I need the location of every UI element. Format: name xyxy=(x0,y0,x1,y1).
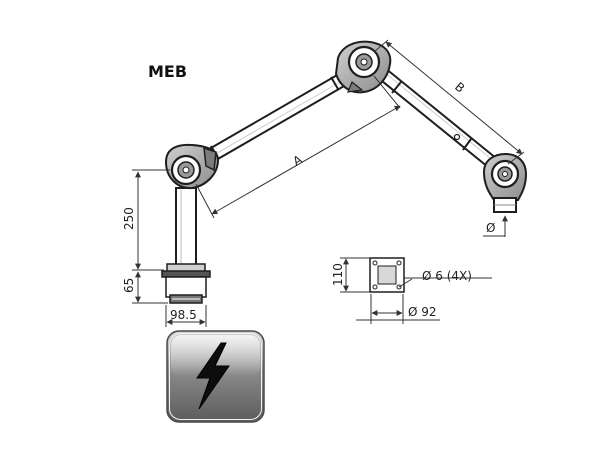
hood-diameter-label: Ø xyxy=(486,221,495,235)
dimension-b: B xyxy=(373,39,525,165)
dimension-98-5-label: 98.5 xyxy=(170,308,197,322)
plate-height-label: 110 xyxy=(331,263,345,286)
hood-joint xyxy=(482,152,528,213)
top-joint xyxy=(334,40,392,94)
dimension-65: 65 xyxy=(122,271,168,304)
mounting-plate-detail: 110 Ø 6 (4X) Ø 92 xyxy=(331,257,492,324)
plate-width-label: Ø 92 xyxy=(408,305,437,319)
mounting-base xyxy=(161,263,211,304)
column-tube xyxy=(175,187,197,269)
hole-spec-label: Ø 6 (4X) xyxy=(422,269,472,283)
lightning-bolt-icon xyxy=(166,330,265,423)
dimension-a-label: A xyxy=(291,152,306,169)
dimension-250-label: 250 xyxy=(122,207,136,230)
lower-joint xyxy=(164,143,220,190)
dimension-98-5: 98.5 xyxy=(165,305,207,327)
model-title: MEB xyxy=(148,62,187,81)
dimension-65-label: 65 xyxy=(122,278,136,293)
dimension-b-label: B xyxy=(452,79,467,95)
hood-diameter: Ø xyxy=(483,215,508,237)
dimension-250: 250 xyxy=(122,169,170,271)
